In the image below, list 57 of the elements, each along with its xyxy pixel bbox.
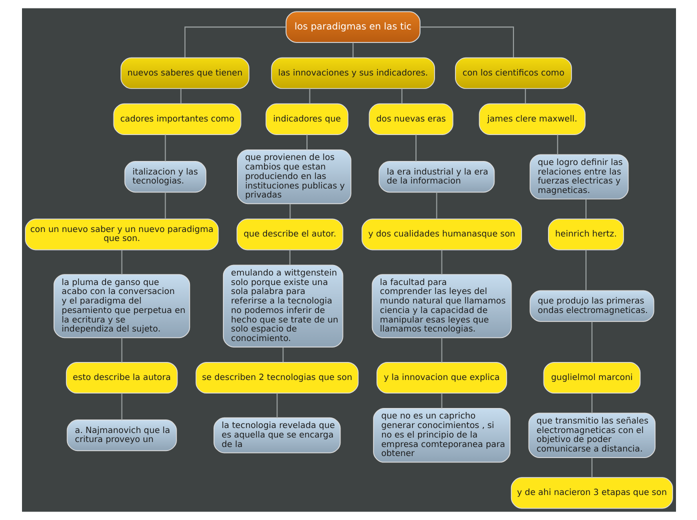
connector (400, 88, 402, 104)
node-box: la era industrial y la era de la informacion (378, 161, 494, 193)
connector (120, 250, 122, 274)
node-box: nuevos saberes que tienen (120, 57, 249, 89)
node-box: las innovaciones y sus indicadores. (270, 57, 434, 89)
connector (289, 204, 290, 219)
node-box: que provienen de los cambios que estan produciendo en las instituciones publicas y privadas (236, 150, 351, 204)
connector (164, 134, 166, 162)
node-box: y la innovacion que explica (376, 362, 507, 394)
connector (414, 134, 416, 162)
connector (180, 88, 181, 104)
connector (184, 26, 286, 58)
node-box: que transmitio las señales electromagneticas con el objetivo de poder comunicarse a distancia. (528, 412, 656, 458)
connector (276, 393, 278, 418)
node-box: se describen 2 tecnologias que son (195, 362, 358, 394)
connector (590, 322, 592, 362)
node-box: heinrich hertz. (548, 218, 624, 250)
node-box: james clere maxwell. (478, 103, 586, 135)
connector (524, 88, 526, 104)
node-box: y de ahi nacieron 3 etapas que son (510, 477, 673, 509)
connector (590, 458, 592, 478)
connector (306, 134, 307, 150)
node-box: la pluma de ganso que acabo con la conversacion y el paradigma del pesamiento que perpetua en la ecritura y se independiza del sujeto. (53, 274, 190, 338)
connector (440, 250, 442, 274)
node-box: a. Najmanovich que la critura proveyo un (66, 420, 176, 452)
connector (556, 134, 558, 155)
connector (308, 88, 310, 104)
node-box: que no es un capricho generar conocimientos , si no es el principio de la empresa comteporanea para obtener (372, 408, 510, 463)
connector (120, 393, 122, 420)
node-box: italizacion y las tecnologias. (124, 161, 206, 193)
connector (436, 192, 437, 219)
node-box: dos nuevas eras (368, 103, 453, 135)
connector (590, 393, 592, 414)
node-box: la facultad para comprender las leyes del mundo natural que llamamos ciencia y la capacidad de manipular esas leyes que llamamos tecnologias. (371, 274, 512, 338)
connector (120, 338, 122, 362)
connector (352, 42, 354, 58)
node-box: la tecnologia revelada que es aquella que se encarga de la (213, 417, 340, 454)
node-box: que logro definir las relaciones entre las fuerzas electricas y magneticas. (529, 154, 628, 200)
node-box: emulando a wittgenstein solo porque existe una sola palabra para referirse a la tecnologia no podemos inferir de hecho que se trate de un solo espacio de conocimiento. (222, 264, 343, 348)
connector (584, 250, 586, 291)
node-box: con los cientificos como (454, 57, 572, 89)
node-box: guglielmol marconi (542, 362, 640, 394)
connector (282, 347, 284, 362)
connector (420, 26, 514, 58)
node-box: esto describe la autora (65, 362, 178, 394)
connector (440, 393, 442, 408)
connector (164, 192, 166, 219)
node-box: indicadores que (265, 103, 348, 135)
connector (288, 250, 290, 265)
connector (584, 199, 586, 219)
node-box: cadores importantes como (112, 103, 241, 135)
node-box: los paradigmas en las tic (285, 11, 420, 43)
node-box: y dos cualidades humanasque son (361, 218, 522, 250)
node-box: con un nuevo saber y un nuevo paradigma que son. (24, 218, 218, 250)
node-box: que describe el autor. (236, 218, 343, 250)
connector (440, 338, 442, 362)
node-box: que produjo las primeras ondas electromagneticas. (529, 290, 654, 322)
